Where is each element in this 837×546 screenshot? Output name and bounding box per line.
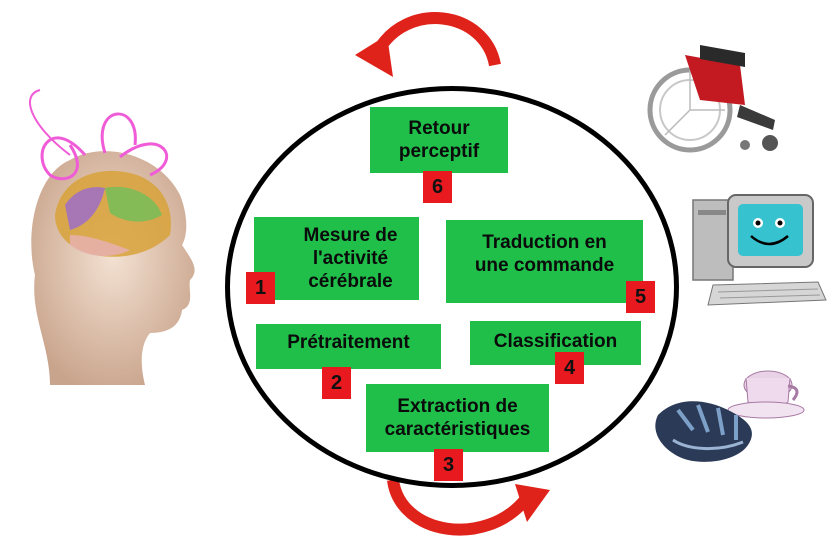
computer-illustration bbox=[692, 194, 827, 306]
step-1-badge: 1 bbox=[246, 272, 275, 304]
step-5-box: Traduction en une commande bbox=[446, 220, 643, 303]
brain-head-illustration bbox=[29, 89, 195, 385]
step-3-badge: 3 bbox=[434, 449, 463, 481]
step-3-box: Extraction de caractéristiques bbox=[366, 384, 549, 452]
process-cycle-circle bbox=[225, 86, 679, 488]
bottom-cycle-arrow bbox=[387, 478, 550, 536]
step-2-badge: 2 bbox=[322, 367, 351, 399]
step-6-badge: 6 bbox=[423, 171, 452, 203]
robotic-hand-illustration bbox=[655, 370, 805, 462]
step-1-box: Mesure de l'activité cérébrale bbox=[254, 217, 419, 300]
step-2-box: Prétraitement bbox=[256, 324, 441, 369]
top-cycle-arrow bbox=[355, 12, 501, 77]
step-5-badge: 5 bbox=[626, 281, 655, 313]
step-6-box: Retour perceptif bbox=[370, 107, 508, 173]
step-4-badge: 4 bbox=[555, 352, 584, 384]
wheelchair-illustration bbox=[647, 45, 778, 153]
